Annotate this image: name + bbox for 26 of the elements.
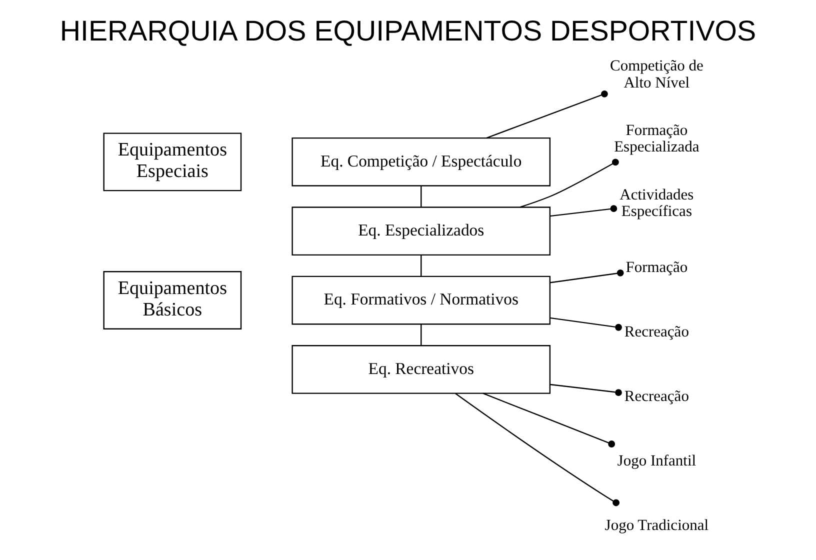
node-text: Formação xyxy=(626,259,688,276)
node-box: Eq. Formativos / Normativos xyxy=(292,276,551,325)
node-box: Eq. Competição / Espectáculo xyxy=(292,137,551,186)
node-text: Competição de Alto Nível xyxy=(610,58,704,92)
node-box: Equipamentos Básicos xyxy=(103,271,242,330)
diagram-title: HIERARQUIA DOS EQUIPAMENTOS DESPORTIVOS xyxy=(60,15,756,48)
connector xyxy=(520,158,619,208)
node-box: Eq. Especializados xyxy=(292,206,551,256)
node-box: Equipamentos Especiais xyxy=(103,132,242,192)
connector xyxy=(482,392,616,448)
connector xyxy=(486,90,608,139)
connector xyxy=(420,255,422,276)
node-box: Eq. Recreativos xyxy=(292,345,551,394)
connector xyxy=(420,186,422,207)
connector xyxy=(550,384,622,396)
node-text: Formação Especializada xyxy=(614,122,700,156)
node-text: Actividades Específicas xyxy=(620,186,694,220)
node-text: Jogo Tradicional xyxy=(604,516,709,534)
node-text: Recreação xyxy=(624,388,689,405)
connector xyxy=(420,324,422,346)
connector xyxy=(455,393,620,506)
connector xyxy=(550,205,618,217)
node-text: Jogo Infantil xyxy=(617,452,696,470)
connector xyxy=(550,317,622,331)
connector xyxy=(550,269,624,284)
node-text: Recreação xyxy=(624,324,689,341)
